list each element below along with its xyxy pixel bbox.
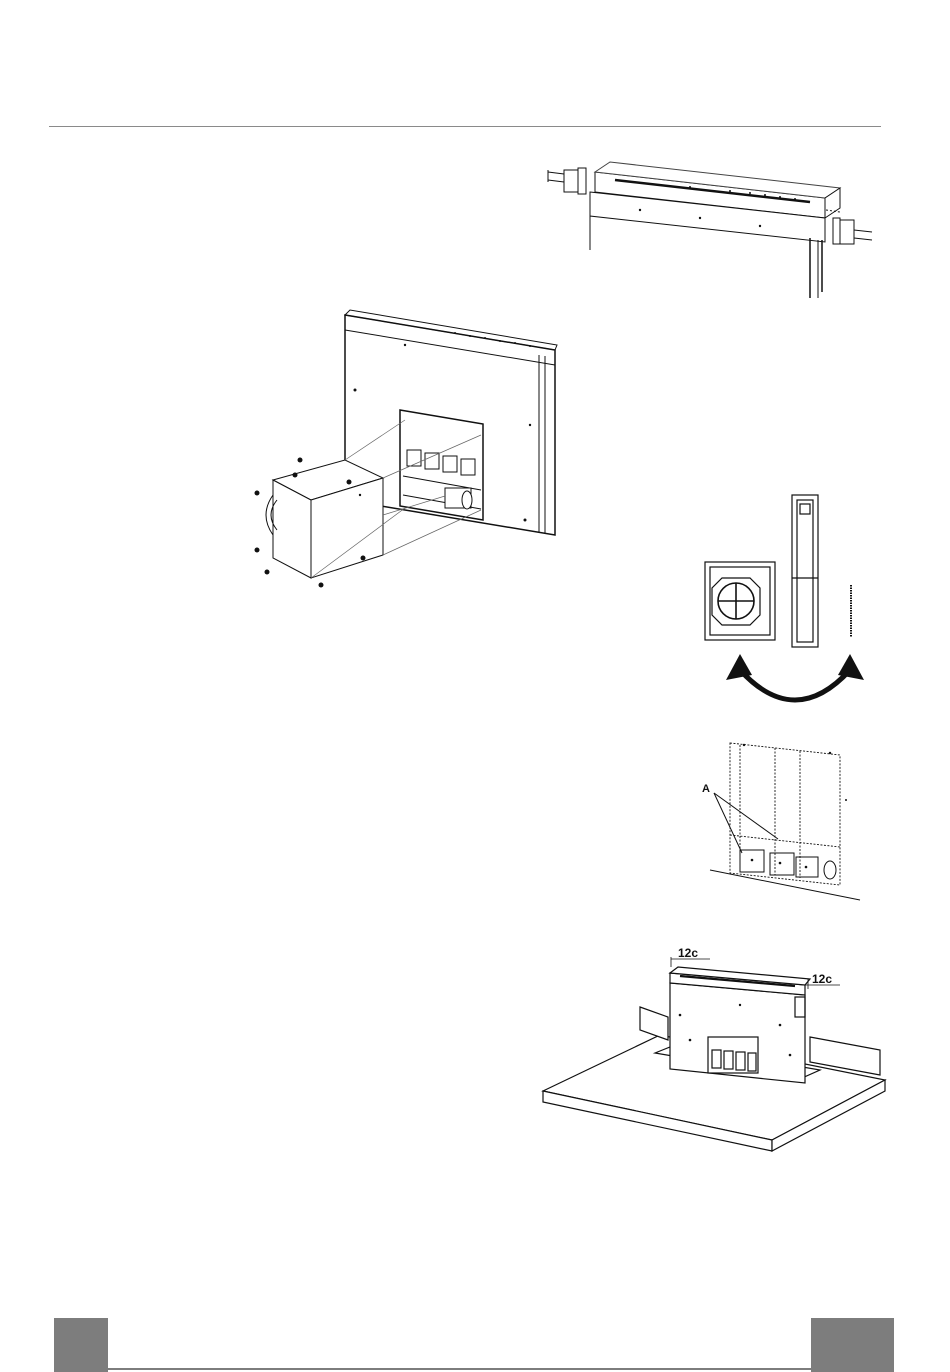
detail-label-a: A [702, 783, 710, 795]
motor-unit-figure [245, 310, 565, 600]
countertop-install-figure: 12c 12c [540, 945, 885, 1155]
dimension-label-left: 12c [678, 946, 698, 960]
footer-tab-left [54, 1318, 108, 1372]
filter-conversion-figure [700, 490, 880, 720]
header-rule [49, 126, 881, 127]
dimension-label-right: 12c [812, 972, 832, 986]
footer-rule [108, 1368, 811, 1370]
rail-bracket-figure [540, 150, 880, 300]
footer-tab-right [811, 1318, 894, 1372]
detail-a-figure: A [700, 735, 870, 910]
